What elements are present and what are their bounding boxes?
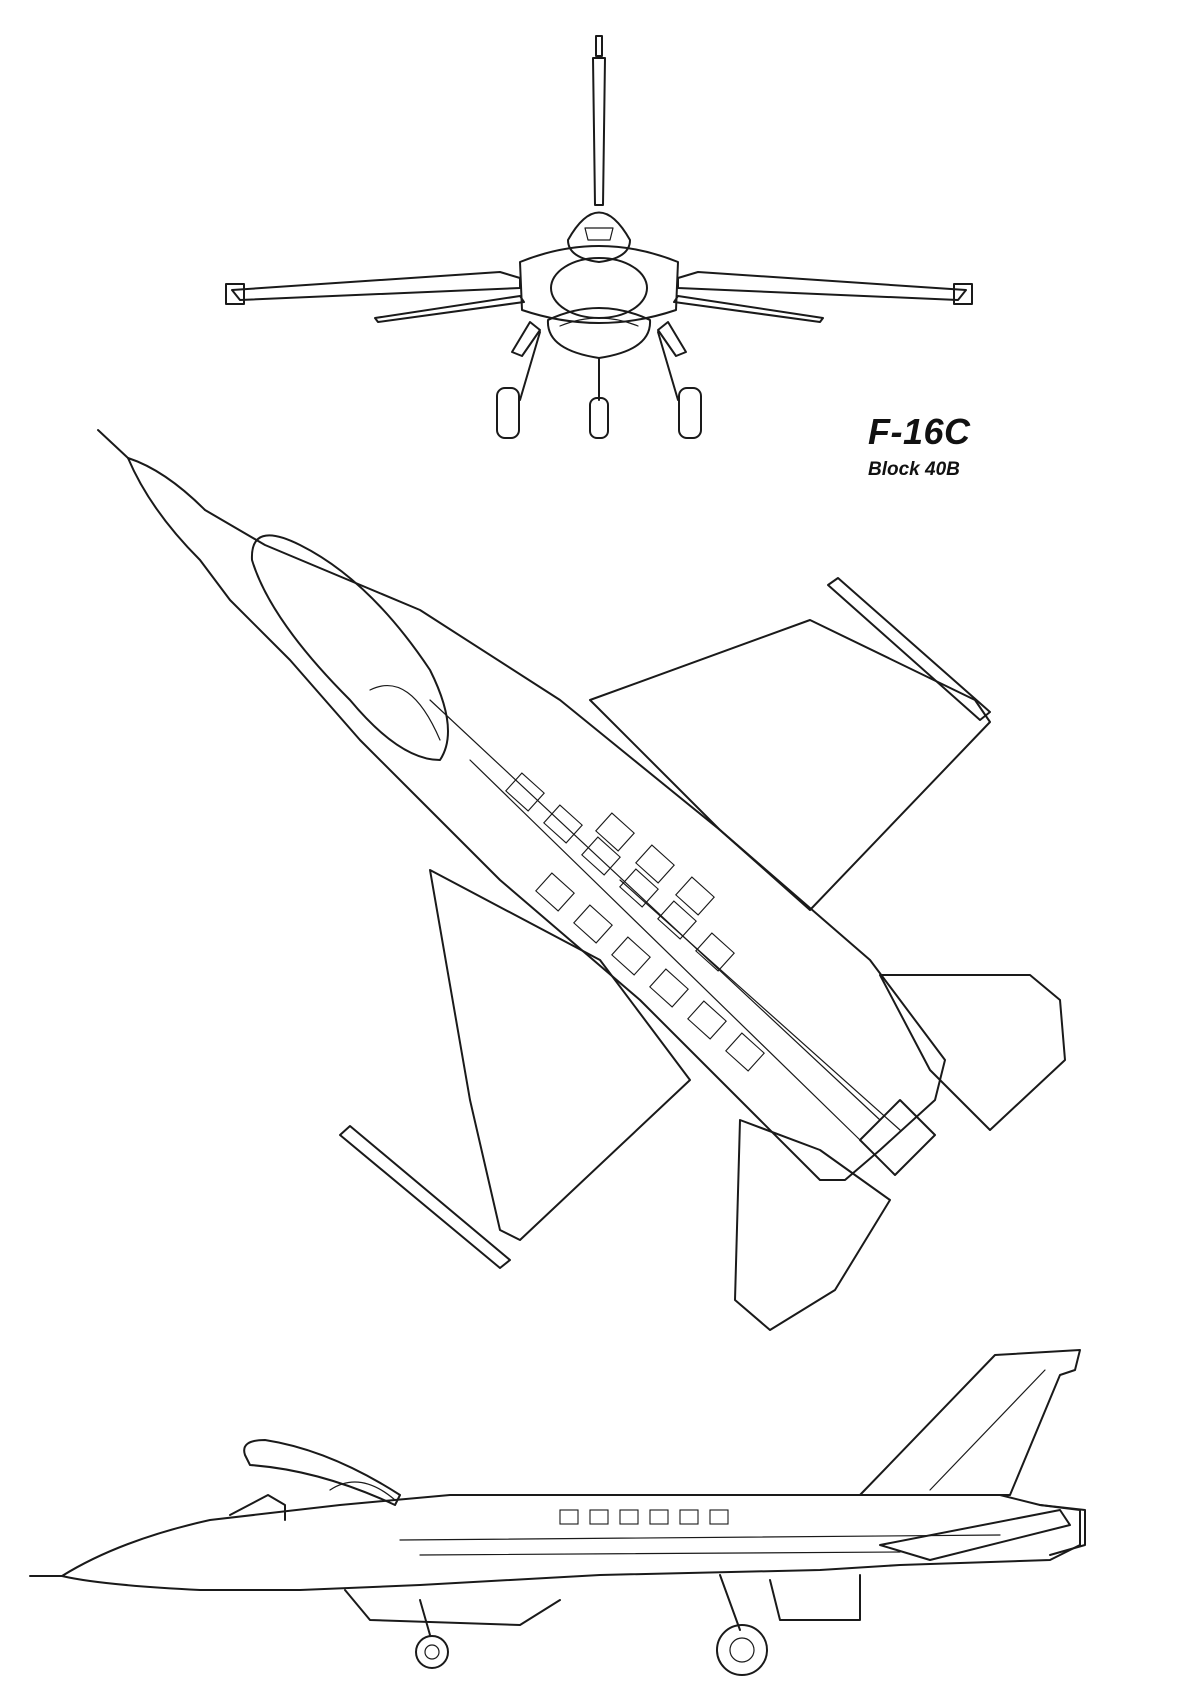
side-engine-nozzle bbox=[1039, 1504, 1086, 1556]
front-right-gear-strut bbox=[657, 331, 679, 401]
top-spine-line-upper bbox=[429, 699, 881, 1121]
front-nose-wheel bbox=[589, 397, 609, 439]
front-right-wing bbox=[677, 271, 967, 301]
front-ejection-seat bbox=[584, 227, 614, 241]
side-engine-intake bbox=[344, 1589, 561, 1626]
model-variant: Block 40B bbox=[868, 459, 960, 480]
front-left-stabilator bbox=[374, 295, 525, 323]
front-pitot bbox=[595, 35, 603, 57]
side-canopy-open bbox=[243, 1439, 401, 1506]
front-left-main-wheel bbox=[496, 387, 520, 439]
top-fuselage-outline bbox=[127, 457, 946, 1181]
top-spine-line-lower bbox=[469, 759, 861, 1141]
front-right-stabilator bbox=[673, 295, 824, 323]
side-hud bbox=[229, 1494, 286, 1521]
side-canopy-frame bbox=[329, 1481, 396, 1501]
front-vertical-fin bbox=[592, 57, 606, 206]
side-fuselage bbox=[61, 1494, 1081, 1591]
top-access-panels bbox=[505, 772, 765, 1072]
front-right-wingtip-rail bbox=[953, 283, 973, 305]
front-engine-intake bbox=[546, 307, 652, 359]
side-ventral-fin bbox=[769, 1574, 861, 1621]
side-access-panels bbox=[559, 1509, 729, 1525]
side-fin-rudder-line bbox=[929, 1369, 1046, 1491]
side-panel-line-upper bbox=[399, 1534, 1001, 1541]
side-main-wheel-hub bbox=[729, 1637, 755, 1663]
side-main-gear-strut bbox=[719, 1574, 741, 1631]
top-left-stabilator bbox=[734, 1119, 891, 1331]
top-left-wingtip-rail bbox=[339, 1125, 511, 1269]
side-nose-wheel-hub bbox=[424, 1644, 440, 1660]
top-canopy-frame bbox=[369, 685, 441, 741]
top-engine-nozzle bbox=[859, 1099, 936, 1176]
side-vertical-fin bbox=[859, 1349, 1081, 1496]
side-panel-line-lower bbox=[419, 1551, 901, 1556]
title-block: F-16C Block 40B bbox=[868, 412, 971, 482]
front-view bbox=[225, 35, 973, 439]
front-canopy bbox=[567, 211, 631, 263]
front-intake-lip bbox=[559, 317, 639, 327]
side-main-wheel bbox=[716, 1624, 768, 1676]
front-right-ventral-fin bbox=[657, 321, 687, 357]
top-left-wing bbox=[429, 869, 691, 1241]
front-left-gear-strut bbox=[519, 331, 541, 401]
top-right-wing bbox=[589, 619, 991, 911]
top-canopy bbox=[250, 534, 449, 761]
top-pitot-probe bbox=[97, 429, 129, 459]
top-right-wingtip-rail bbox=[827, 577, 991, 721]
side-stabilator bbox=[879, 1509, 1071, 1561]
model-title: F-16C bbox=[868, 411, 971, 452]
top-right-stabilator bbox=[879, 974, 1066, 1131]
front-right-main-wheel bbox=[678, 387, 702, 439]
front-left-ventral-fin bbox=[511, 321, 541, 357]
front-left-wingtip-rail bbox=[225, 283, 245, 305]
top-engine-line bbox=[619, 879, 901, 1131]
front-fuselage bbox=[519, 245, 679, 324]
front-left-wing bbox=[231, 271, 521, 301]
side-view bbox=[29, 1349, 1086, 1676]
side-nose-wheel bbox=[415, 1635, 449, 1669]
top-view bbox=[97, 429, 1066, 1331]
side-nose-gear-strut bbox=[419, 1599, 431, 1636]
